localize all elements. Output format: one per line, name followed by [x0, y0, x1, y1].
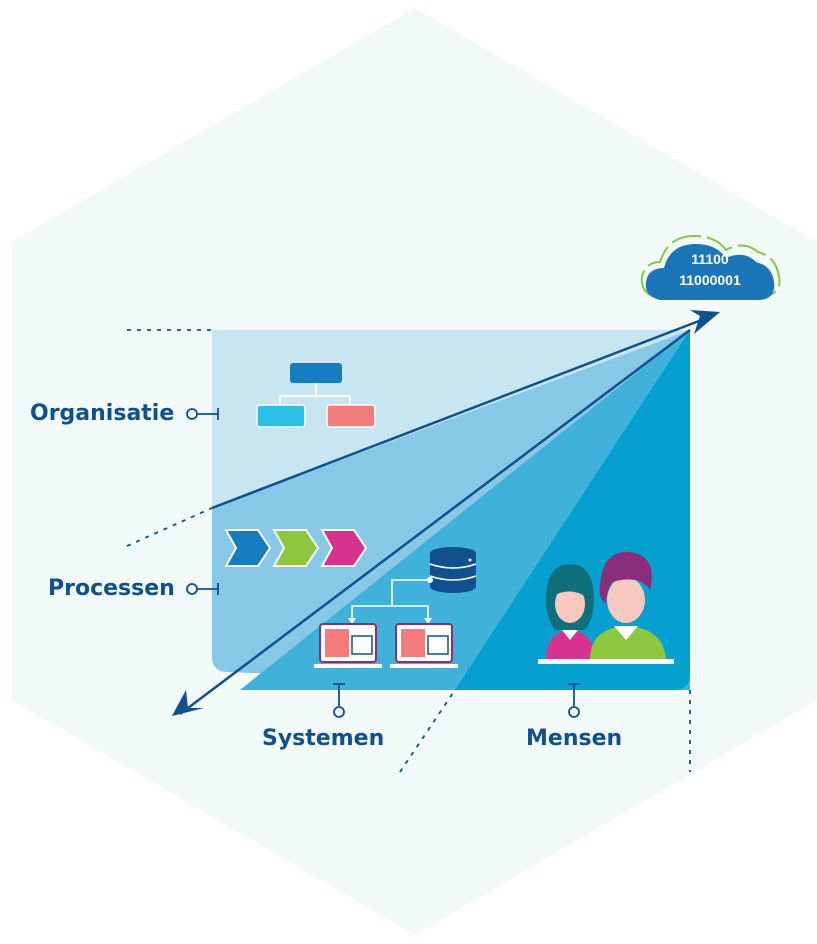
cloud-text-line1: 11100: [691, 251, 729, 267]
database-icon: [429, 547, 477, 593]
cloud-text-line2: 11000001: [679, 272, 741, 288]
label-mensen: Mensen: [526, 726, 623, 751]
label-organisatie: Organisatie: [30, 401, 175, 426]
guide-line-bottom: [399, 689, 456, 773]
label-processen: Processen: [48, 576, 175, 601]
label-systemen: Systemen: [262, 726, 385, 751]
arrow-head-down: [172, 690, 204, 716]
cloud-icon: [640, 234, 781, 300]
people-icon: [538, 551, 674, 664]
monitor-icon: [314, 623, 382, 668]
axis-arrow-up: [211, 314, 713, 510]
monitor-icon-2: [390, 623, 458, 668]
arrow-head-up: [690, 310, 720, 334]
org-chart-icon: [256, 363, 376, 428]
axis-arrow-down: [179, 329, 691, 715]
process-chevrons-icon: [224, 529, 368, 567]
